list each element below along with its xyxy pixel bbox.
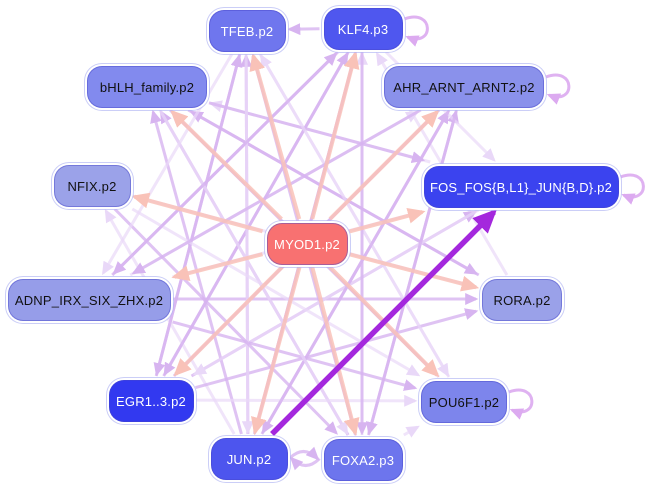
self-loop-fos	[619, 173, 645, 205]
self-loop-ahr	[545, 73, 571, 105]
node-label-fos: FOS_FOS{B,L1}_JUN{B,D}.p2	[429, 179, 613, 195]
edge-fos-egr1	[192, 208, 480, 376]
node-jun[interactable]: JUN.p2	[210, 438, 288, 480]
edge-foxa2-pou6f1	[403, 425, 420, 438]
node-label-egr1: EGR1..3.p2	[116, 393, 186, 409]
edge-tfeb-pou6f1	[258, 53, 450, 378]
node-label-rora: RORA.p2	[493, 292, 551, 308]
edge-bhlh-fos	[208, 101, 426, 164]
node-label-klf4: KLF4.p3	[337, 21, 389, 37]
edge-nfix-pou6f1	[131, 207, 421, 377]
node-label-myod1: MYOD1.p2	[274, 236, 340, 252]
edge-tfeb-adnp	[101, 53, 234, 276]
node-nfix[interactable]: NFIX.p2	[53, 165, 131, 207]
edge-jun-foxa2	[288, 446, 320, 461]
self-loop-pou6f1	[508, 388, 534, 420]
node-label-pou6f1: POU6F1.p2	[428, 394, 500, 410]
node-rora[interactable]: RORA.p2	[482, 279, 562, 321]
edge-ahr-jun	[261, 109, 451, 435]
edge-myod1-rora	[348, 252, 480, 292]
node-label-tfeb: TFEB.p2	[220, 23, 274, 39]
edge-ahr-adnp	[131, 108, 422, 275]
edge-myod1-ahr	[328, 109, 440, 221]
node-label-bhlh: bHLH_family.p2	[99, 79, 195, 95]
node-ahr[interactable]: AHR_ARNT_ARNT2.p2	[384, 66, 544, 108]
edge-foxa2-jun	[289, 456, 321, 471]
node-klf4[interactable]: KLF4.p3	[323, 8, 403, 50]
edge-klf4-egr1	[163, 51, 350, 377]
edge-bhlh-rora	[187, 108, 479, 275]
edge-adnp-pou6f1	[172, 320, 418, 391]
node-tfeb[interactable]: TFEB.p2	[208, 10, 286, 52]
edge-tfeb-jun	[241, 53, 254, 435]
edge-klf4-tfeb	[287, 23, 320, 36]
node-label-jun: JUN.p2	[226, 451, 272, 467]
node-label-adnp: ADNP_IRX_SIX_ZHX.p2	[14, 292, 164, 308]
edge-jun-fos	[270, 208, 498, 436]
edge-myod1-foxa2	[310, 266, 360, 437]
edge-myod1-fos	[348, 207, 426, 234]
node-foxa2[interactable]: FOXA2.p3	[323, 439, 403, 481]
edge-myod1-nfix	[131, 192, 264, 234]
node-myod1[interactable]: MYOD1.p2	[266, 223, 348, 265]
edge-myod1-egr1	[173, 265, 284, 377]
edge-myod1-tfeb	[249, 52, 302, 220]
edge-myod1-bhlh	[170, 109, 283, 221]
node-label-foxa2: FOXA2.p3	[331, 452, 395, 468]
node-egr1[interactable]: EGR1..3.p2	[108, 380, 194, 422]
node-fos[interactable]: FOS_FOS{B,L1}_JUN{B,D}.p2	[423, 166, 619, 208]
node-bhlh[interactable]: bHLH_family.p2	[87, 66, 207, 108]
node-adnp[interactable]: ADNP_IRX_SIX_ZHX.p2	[7, 279, 171, 321]
edge-myod1-adnp	[171, 252, 263, 281]
node-label-ahr: AHR_ARNT_ARNT2.p2	[393, 79, 535, 95]
node-pou6f1[interactable]: POU6F1.p2	[421, 381, 507, 423]
edge-nfix-foxa2	[113, 207, 338, 435]
edge-myod1-klf4	[310, 50, 360, 220]
edge-egr1-rora	[195, 308, 479, 390]
edge-bhlh-foxa2	[158, 109, 349, 436]
self-loop-klf4	[403, 15, 429, 47]
node-label-nfix: NFIX.p2	[67, 178, 117, 194]
edge-myod1-jun	[251, 266, 302, 436]
